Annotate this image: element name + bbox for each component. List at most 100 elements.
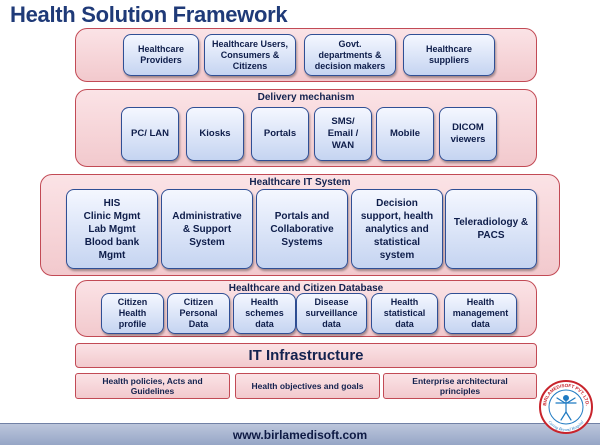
it-system-box-line: PACS	[477, 230, 505, 241]
database-box-line: Disease	[314, 297, 349, 307]
database-box-line: Citizen	[183, 297, 214, 307]
delivery-box-line: WAN	[331, 140, 355, 151]
delivery-box-line: SMS/	[331, 116, 355, 127]
delivery-box[interactable]: Portals	[251, 107, 309, 161]
stakeholder-box-line: Citizens	[232, 60, 268, 71]
stakeholder-box-line: decision makers	[314, 60, 386, 71]
policy-line: Health policies, Acts and	[102, 376, 203, 386]
delivery-box-text: Portals	[264, 128, 296, 140]
database-box-line: Health	[118, 308, 147, 318]
database-box-line: Health	[250, 297, 279, 307]
delivery-box-line: PC/ LAN	[131, 128, 169, 139]
vitruvian-man-icon	[555, 395, 577, 421]
page-title: Health Solution Framework	[10, 2, 288, 27]
database-box-line: Health	[466, 297, 495, 307]
stakeholder-box[interactable]: Govt.departments &decision makers	[304, 34, 396, 76]
it-system-box-line: Portals and	[274, 210, 330, 222]
stakeholder-box-line: Healthcare	[137, 44, 185, 54]
policy-line: Guidelines	[130, 386, 175, 396]
it-system-box-line: Systems	[281, 236, 323, 248]
delivery-box-line: Kiosks	[199, 128, 231, 139]
database-box-line: statistical	[383, 308, 426, 318]
it-system-box-line: System	[189, 236, 225, 248]
database-box-line: data	[322, 319, 341, 329]
database-box-line: data	[395, 319, 414, 329]
it-system-band-label: Healthcare IT System	[249, 177, 351, 188]
it-system-box[interactable]: Teleradiology & PACS	[445, 189, 537, 269]
stakeholder-box-line: Healthcare	[425, 44, 473, 54]
company-logo: BIRLAMEDISOFT PVT. LTD. Caring Beyond Ho…	[539, 380, 593, 434]
stakeholder-box-text: Govt.departments &decision makers	[315, 39, 386, 72]
delivery-box-text: SMS/Email /WAN	[328, 116, 359, 152]
stakeholder-box-line: suppliers	[428, 55, 469, 65]
stakeholder-box-line: departments &	[318, 49, 382, 60]
it-system-box-line: support, health	[360, 210, 434, 222]
it-system-box-line: Teleradiology &	[453, 217, 529, 228]
delivery-box-line: viewers	[450, 134, 486, 145]
database-box-line: surveillance	[305, 308, 358, 318]
stakeholder-box-line: Providers	[140, 55, 182, 65]
database-box-line: Citizen	[117, 297, 148, 307]
it-system-box-line: Decision	[376, 197, 418, 209]
delivery-box-text: Kiosks	[199, 128, 230, 140]
stakeholder-box[interactable]: Healthcare Users,Consumers &Citizens	[204, 34, 296, 76]
it-system-box-line: statistical	[373, 236, 421, 248]
database-box-line: data	[471, 319, 490, 329]
website-footer[interactable]: www.birlamedisoft.com	[0, 423, 600, 445]
it-system-box-line: Collaborative	[270, 223, 334, 235]
delivery-box[interactable]: Mobile	[376, 107, 434, 161]
stakeholder-box-line: Govt.	[338, 38, 362, 49]
policy-line: Health objectives and goals	[251, 381, 364, 391]
policy-box[interactable]: Health objectives and goals	[235, 373, 380, 399]
policy-box-text: Health objectives and goals	[252, 381, 364, 391]
stakeholder-box-line: Consumers &	[220, 49, 280, 60]
it-system-box-line: Lab Mgmt	[88, 223, 136, 235]
stakeholder-box-line: Healthcare Users,	[211, 38, 289, 49]
database-box-line: Data	[188, 319, 209, 329]
it-system-box-line: & Support	[182, 223, 232, 235]
it-infrastructure-bar: IT Infrastructure	[75, 343, 537, 368]
delivery-box[interactable]: Kiosks	[186, 107, 244, 161]
database-box-line: management	[452, 308, 509, 318]
it-system-box-line: Mgmt	[98, 249, 126, 261]
delivery-box-text: Mobile	[390, 128, 420, 140]
it-system-box-line: Blood bank	[84, 236, 140, 248]
delivery-box[interactable]: PC/ LAN	[121, 107, 179, 161]
delivery-box[interactable]: SMS/Email /WAN	[314, 107, 372, 161]
delivery-box-line: DICOM	[452, 122, 484, 133]
delivery-box-line: Email /	[327, 128, 359, 139]
database-box-line: profile	[118, 319, 147, 329]
it-system-box-line: HIS	[103, 197, 121, 209]
database-box-line: Health	[390, 297, 419, 307]
it-system-box-text: Teleradiology & PACS	[454, 216, 528, 242]
